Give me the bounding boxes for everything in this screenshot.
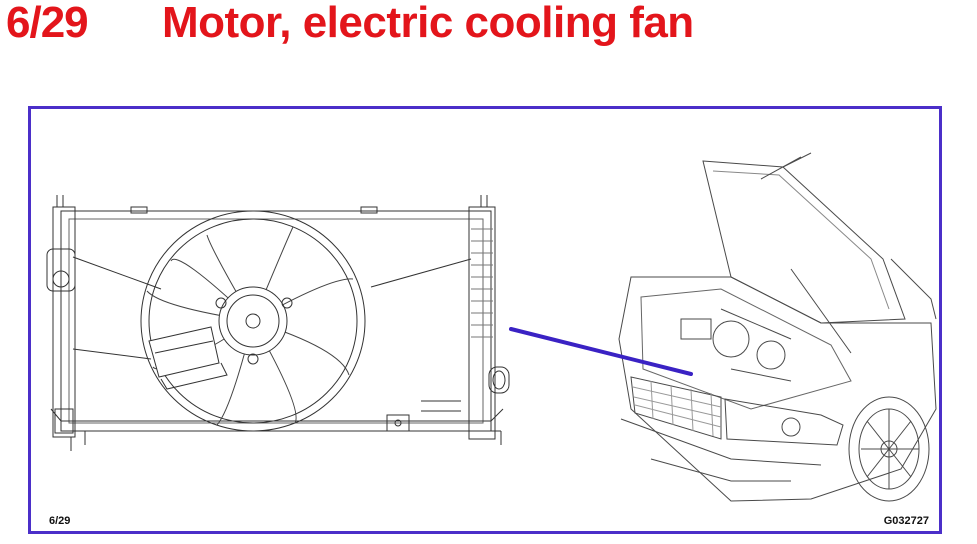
hood xyxy=(702,160,906,324)
headlight xyxy=(724,398,844,446)
page-header: 6/29 Motor, electric cooling fan xyxy=(0,0,977,60)
fan-motor-hub xyxy=(218,286,288,356)
expansion-cap xyxy=(46,248,76,292)
pointer-line xyxy=(509,327,693,376)
radiator-right-tank xyxy=(468,206,496,440)
figure-ref-left: 6/29 xyxy=(49,515,71,527)
car-open-hood xyxy=(618,152,937,502)
fan-connector-module xyxy=(148,326,220,378)
figure-ref-right: G032727 xyxy=(883,515,929,527)
front-wheel xyxy=(848,396,930,502)
radiator-hose-outlet xyxy=(488,366,510,394)
section-number: 6/29 xyxy=(6,0,89,47)
illustration-frame: 6/29 G032727 xyxy=(28,106,942,534)
page-title: Motor, electric cooling fan xyxy=(162,0,694,47)
car-body xyxy=(618,276,937,502)
radiator-fan-assembly xyxy=(46,195,510,451)
fan-shroud xyxy=(140,210,366,432)
technical-illustration xyxy=(46,152,937,502)
engine-bay xyxy=(640,288,852,410)
shroud-bracket xyxy=(386,414,410,432)
radiator-left-tank xyxy=(52,206,76,438)
front-grille xyxy=(630,376,722,440)
